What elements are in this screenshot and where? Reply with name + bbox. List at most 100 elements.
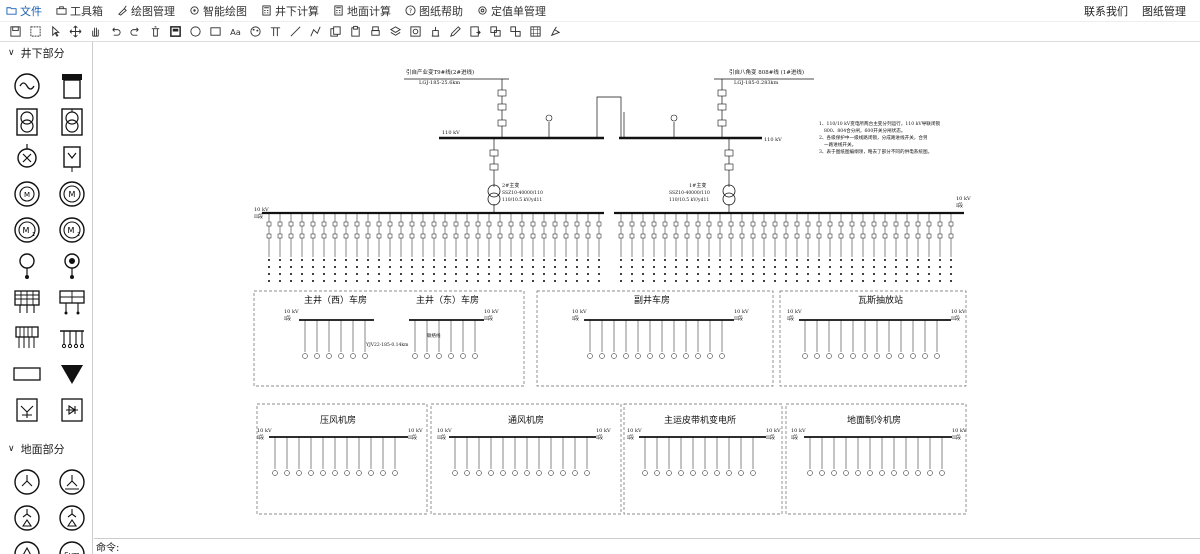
drawing-canvas[interactable]: 引自产业变T9#线(2#进线) LGJ-185-25.6km 引自八角变 808… xyxy=(94,42,1200,538)
room-load xyxy=(362,353,368,359)
busbar-taps-symbol-icon[interactable] xyxy=(51,322,92,354)
room-bus-label: 10 kV xyxy=(734,309,749,315)
group-icon[interactable] xyxy=(485,23,505,41)
transformer-yd-symbol-2-icon[interactable] xyxy=(51,502,92,534)
panel-grid-symbol-icon[interactable] xyxy=(6,286,48,318)
room-load xyxy=(719,353,725,359)
room-load xyxy=(838,353,844,359)
menu-item-3[interactable]: 智能绘图 xyxy=(189,3,247,19)
export-icon[interactable] xyxy=(465,23,485,41)
redo-icon[interactable] xyxy=(125,23,145,41)
feeder-breaker xyxy=(805,221,811,227)
breaker-box-symbol-icon[interactable] xyxy=(51,142,92,174)
switchgear-symbol-icon[interactable] xyxy=(51,70,92,102)
menu-item-1[interactable]: 工具箱 xyxy=(56,3,103,19)
feeder-ct xyxy=(354,233,360,239)
feeder-breaker xyxy=(651,221,657,227)
panel-grid-symbol-2-icon[interactable] xyxy=(51,286,92,318)
sync-motor-symbol-icon[interactable]: Sym xyxy=(51,538,92,554)
feeder-ct xyxy=(277,233,283,239)
pan-icon[interactable] xyxy=(85,23,105,41)
ac-source-symbol-icon[interactable] xyxy=(6,70,48,102)
device-icon[interactable] xyxy=(425,23,445,41)
menu-item-6[interactable]: ?图纸帮助 xyxy=(405,3,463,19)
menu-item-2[interactable]: 绘图管理 xyxy=(117,3,175,19)
dimension-icon[interactable] xyxy=(265,23,285,41)
feeder-breaker xyxy=(398,221,404,227)
chevron-down-icon: ∨ xyxy=(8,48,15,58)
undo-icon[interactable] xyxy=(105,23,125,41)
transformer-box-symbol-2-icon[interactable] xyxy=(51,106,92,138)
circle-icon[interactable] xyxy=(185,23,205,41)
single-line-diagram[interactable]: 引自产业变T9#线(2#进线) LGJ-185-25.6km 引自八角变 808… xyxy=(94,42,1200,538)
menu-item-4[interactable]: 井下计算 xyxy=(261,3,319,19)
lamp-symbol-icon[interactable] xyxy=(6,250,48,282)
drawing-management-link[interactable]: 图纸管理 xyxy=(1142,5,1186,18)
feeder-breaker xyxy=(816,221,822,227)
grid-icon[interactable] xyxy=(525,23,545,41)
room-load xyxy=(855,470,861,476)
save-icon[interactable] xyxy=(5,23,25,41)
room-title: 主井（东）车房 xyxy=(416,294,479,306)
text-icon[interactable]: Aa xyxy=(225,23,245,41)
meter-panel-symbol-icon[interactable] xyxy=(6,322,48,354)
command-input[interactable] xyxy=(121,541,1200,552)
room-border xyxy=(253,290,525,387)
menu-item-0[interactable]: 文件 xyxy=(6,3,42,19)
palette-icon[interactable] xyxy=(245,23,265,41)
rectifier-symbol-icon[interactable] xyxy=(6,394,48,426)
feeder-ct xyxy=(266,233,272,239)
feeder-ct xyxy=(904,233,910,239)
feeder-breaker xyxy=(772,221,778,227)
feeder-ct xyxy=(442,233,448,239)
transformers xyxy=(487,184,736,206)
section-title: 地面部分 xyxy=(20,443,65,456)
menu-item-7[interactable]: 定值单管理 xyxy=(477,3,546,19)
delete-icon[interactable] xyxy=(145,23,165,41)
feeder-ct xyxy=(376,233,382,239)
rect-icon[interactable] xyxy=(205,23,225,41)
setting-icon xyxy=(477,5,488,16)
motor-symbol-icon[interactable]: M xyxy=(6,178,48,210)
triangle-symbol-icon[interactable] xyxy=(51,358,92,390)
room-load xyxy=(934,353,940,359)
rectangle-symbol-icon[interactable] xyxy=(6,358,48,390)
room-seg-label: II段 xyxy=(766,434,775,441)
frame-icon[interactable] xyxy=(165,23,185,41)
motor-symbol-2-icon[interactable]: M xyxy=(51,178,92,210)
transformer-yd-symbol-icon[interactable] xyxy=(6,502,48,534)
move-icon[interactable] xyxy=(65,23,85,41)
paste-icon[interactable] xyxy=(345,23,365,41)
line-icon[interactable] xyxy=(285,23,305,41)
ungroup-icon[interactable] xyxy=(505,23,525,41)
print-icon[interactable] xyxy=(365,23,385,41)
clear-icon[interactable] xyxy=(545,23,565,41)
transformer-box-symbol-icon[interactable] xyxy=(6,106,48,138)
select-icon[interactable] xyxy=(25,23,45,41)
feeder-ct xyxy=(519,233,525,239)
transformer-y-symbol-icon[interactable] xyxy=(6,466,48,498)
transformer-delta-symbol-icon[interactable] xyxy=(6,538,48,554)
section-underground[interactable]: ∨ 井下部分 xyxy=(0,42,92,64)
transformer-y-symbol-2-icon[interactable] xyxy=(51,466,92,498)
section-surface[interactable]: ∨ 地面部分 xyxy=(0,438,92,460)
breaker-circle-symbol-icon[interactable] xyxy=(6,142,48,174)
copy-icon[interactable] xyxy=(325,23,345,41)
edit-icon[interactable] xyxy=(445,23,465,41)
feeder-ct xyxy=(398,233,404,239)
layer-icon[interactable] xyxy=(385,23,405,41)
command-label: 命令: xyxy=(96,543,120,554)
pointer-icon[interactable] xyxy=(45,23,65,41)
menu-item-5[interactable]: 地面计算 xyxy=(333,3,391,19)
feeder-ct xyxy=(497,233,503,239)
image-icon[interactable] xyxy=(405,23,425,41)
feeder-breaker xyxy=(464,221,470,227)
polyline-icon[interactable] xyxy=(305,23,325,41)
room-title: 副井车房 xyxy=(634,294,670,306)
contact-us-link[interactable]: 联系我们 xyxy=(1084,5,1128,18)
room-bus-label: 10 kV xyxy=(596,428,611,434)
diode-box-symbol-icon[interactable] xyxy=(51,394,92,426)
lamp-filled-symbol-icon[interactable] xyxy=(51,250,92,282)
